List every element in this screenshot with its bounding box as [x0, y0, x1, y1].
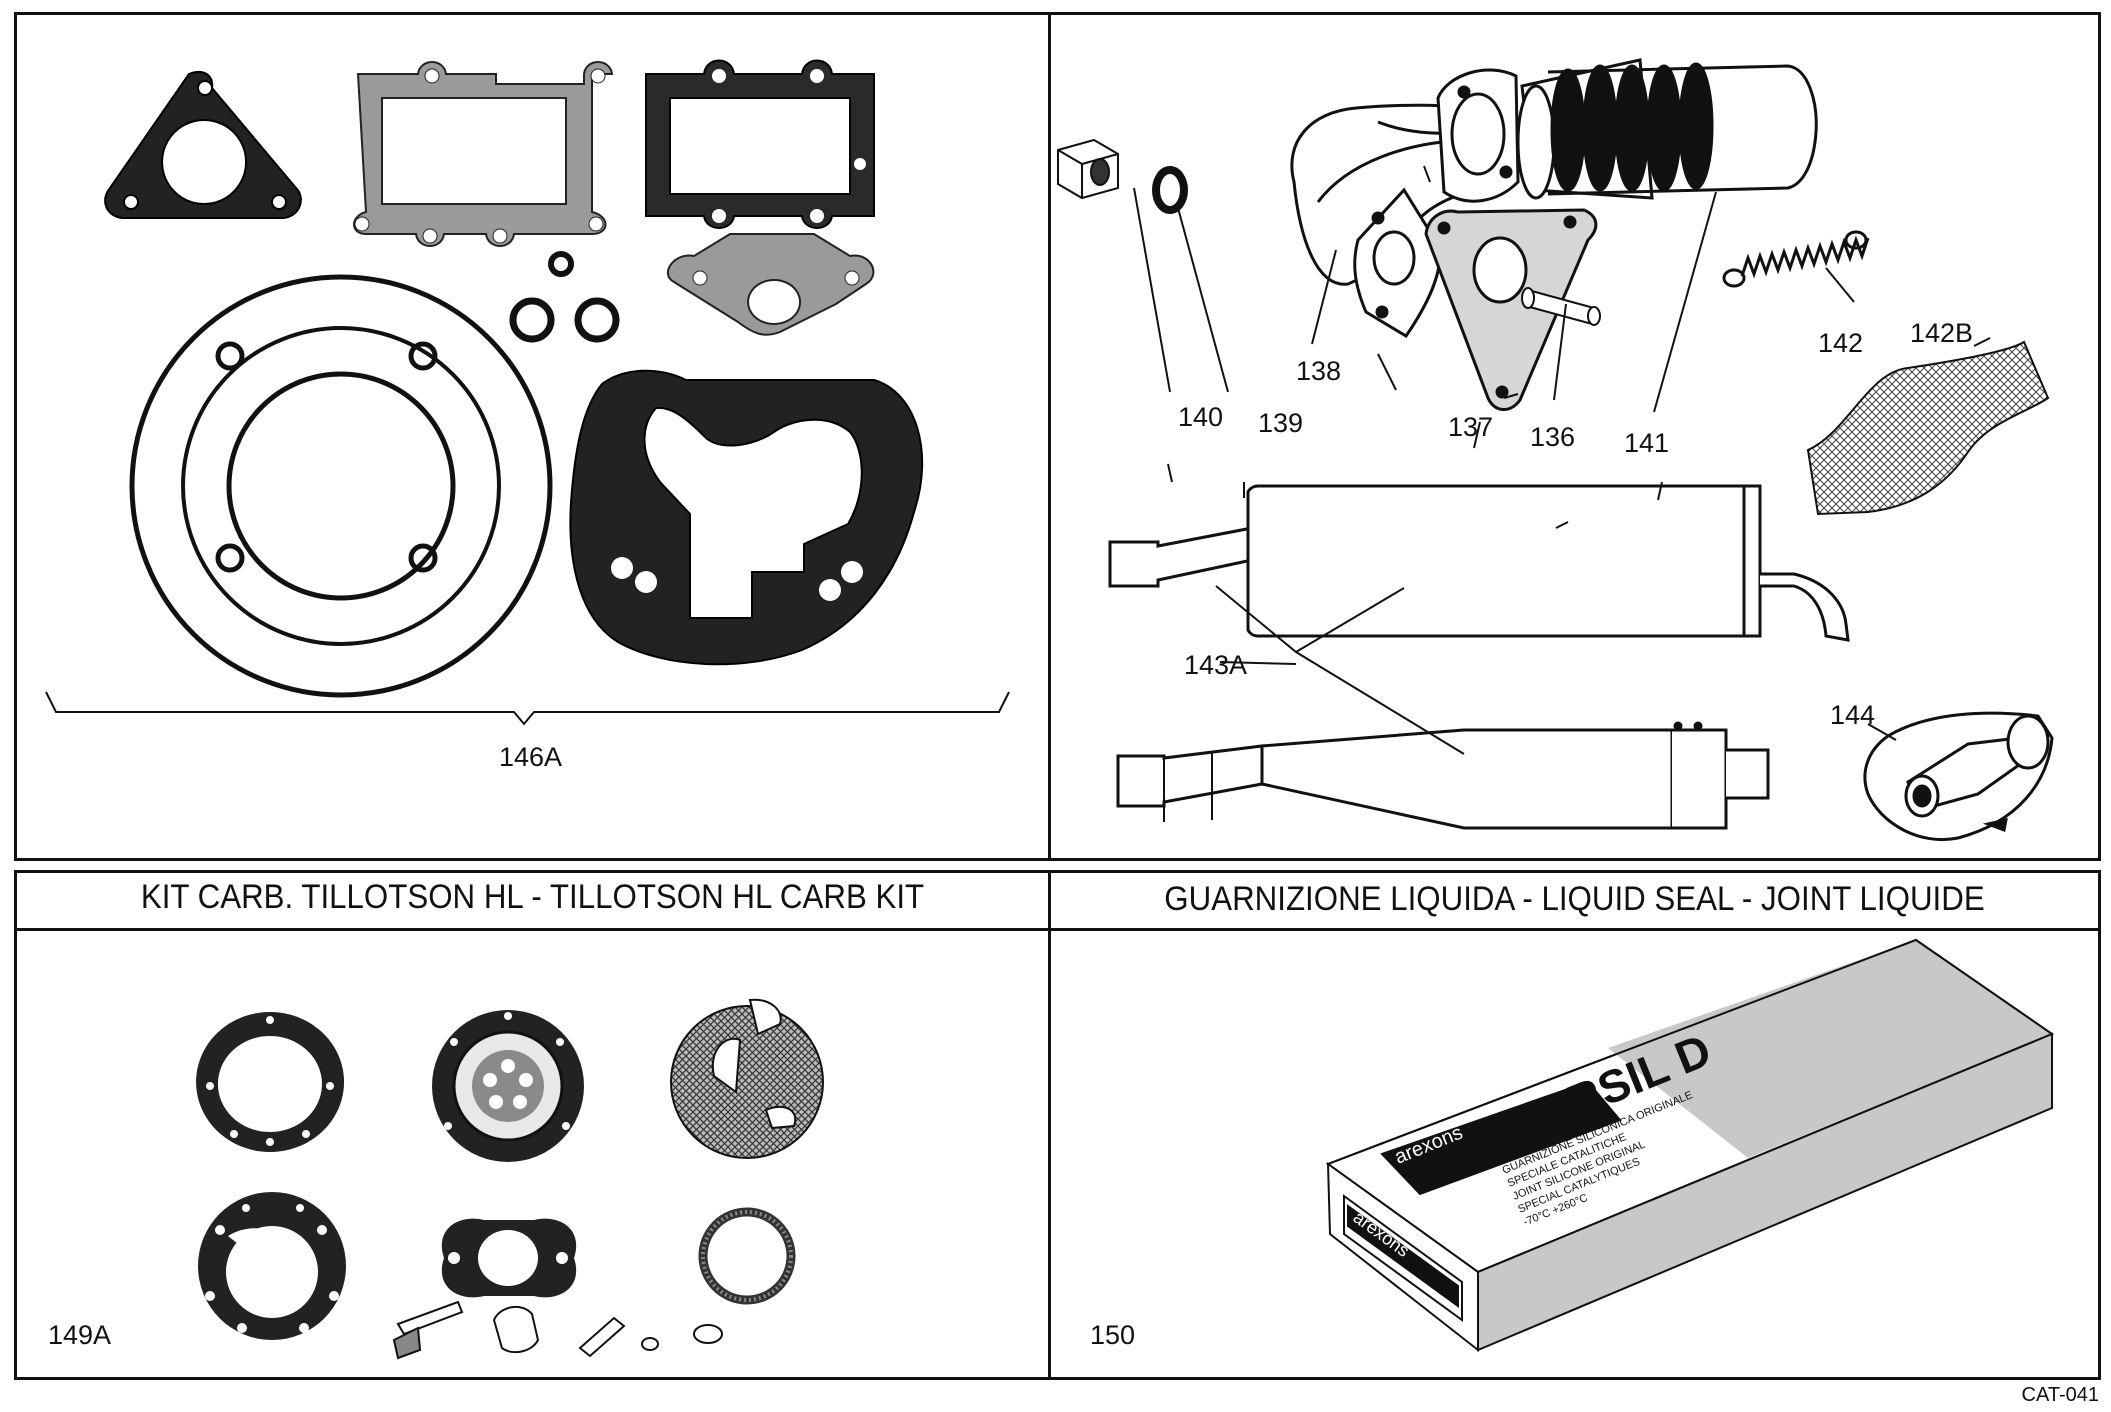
- callout-139: 139: [1258, 408, 1303, 438]
- washer: [1152, 166, 1188, 214]
- exhaust-coupler: [1863, 711, 2054, 841]
- callout-138: 138: [1296, 356, 1341, 386]
- exhaust-stud: [1521, 287, 1601, 326]
- small-o-rings: [509, 251, 620, 343]
- head-gasket-ring: [129, 274, 553, 698]
- callout-136: 136: [1530, 422, 1575, 452]
- pump-gasket-bottom-left: [198, 1192, 346, 1340]
- flex-pipe-bellows: [1516, 58, 1818, 200]
- part-label-146a: 146A: [499, 742, 562, 772]
- carb-kit-illustration: 149A: [48, 998, 824, 1360]
- callout-140: 140: [1178, 402, 1223, 432]
- muffler-upper: [1108, 484, 1850, 642]
- flange-gasket-triangle: [1424, 208, 1598, 411]
- reed-block-gasket-grey: [353, 61, 614, 247]
- manifold-outlet-flange: [1436, 68, 1520, 203]
- silencer-packing-mesh: [1806, 340, 2050, 516]
- motorsil-product-box: [1325, 938, 2055, 1353]
- title-divider-right: [1048, 928, 2101, 931]
- carb-flange-gasket: [441, 1218, 577, 1298]
- liquid-seal-title: GUARNIZIONE LIQUIDA - LIQUID SEAL - JOIN…: [1164, 880, 1985, 918]
- callout-leaders: [1167, 165, 1663, 755]
- gasket-set-illustration: 146A: [45, 59, 1010, 772]
- muffler-lower: [1116, 721, 1770, 830]
- metering-diaphragm: [432, 1010, 584, 1162]
- callout-144: 144: [1830, 700, 1875, 730]
- liquid-seal-illustration: MOTORSIL D arexons arexons GUARNIZIONE S…: [1090, 938, 2055, 1353]
- callout-137: 137: [1448, 412, 1493, 442]
- exhaust-system-illustration: 140 139 138 137 136 141 142 142B 143A 14…: [1057, 58, 2054, 841]
- carb-kit-title: KIT CARB. TILLOTSON HL - TILLOTSON HL CA…: [140, 878, 925, 916]
- hex-nut: [1057, 138, 1119, 200]
- fuel-pump-cover-gasket: [698, 1207, 796, 1305]
- carb-gasket-top-left: [196, 1012, 345, 1152]
- part-label-149a: 149A: [48, 1320, 111, 1350]
- reed-block-gasket-dark: [645, 59, 875, 229]
- pump-diaphragm-mesh: [670, 998, 824, 1159]
- callout-141: 141: [1624, 428, 1669, 458]
- part-label-150: 150: [1090, 1320, 1135, 1350]
- carburetor-flange-gasket: [667, 233, 875, 336]
- cylinder-base-gasket: [569, 369, 924, 666]
- triangular-gasket: [104, 70, 302, 219]
- callout-143a: 143A: [1184, 650, 1247, 680]
- title-divider-left: [14, 928, 1051, 931]
- callout-142b: 142B: [1910, 318, 1973, 348]
- brace-146a: [45, 691, 1010, 726]
- page-code: CAT-041: [2021, 1384, 2099, 1406]
- exhaust-spring: [1722, 230, 1870, 288]
- callout-142: 142: [1818, 328, 1863, 358]
- carb-small-parts: [392, 1300, 723, 1360]
